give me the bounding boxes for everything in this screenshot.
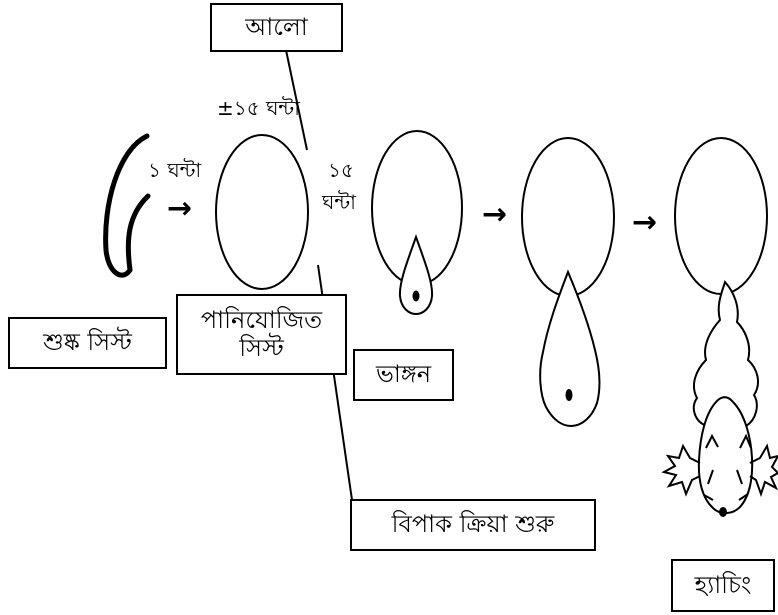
- dry-cyst-label: শুষ্ক সিস্ট: [43, 328, 132, 357]
- light-label-box: আলো: [210, 3, 343, 52]
- one-hour-label: ১ ঘন্টা: [148, 158, 202, 182]
- umbrella-embryo-eye: [565, 389, 573, 401]
- nauplius-body: [697, 396, 754, 515]
- approx-15-hours-label: ±১৫ ঘন্টা: [217, 96, 300, 120]
- dry-cyst-shape: [103, 133, 151, 278]
- hatching-label: হ্যাচিং: [694, 570, 752, 599]
- light-connector-line: [285, 49, 308, 151]
- hatching-label-box: হ্যাচিং: [671, 559, 775, 612]
- nauplius-antennae: [661, 433, 778, 498]
- metabolism-start-label: বিপাক ক্রিয়া শুরু: [391, 510, 555, 539]
- metabolism-start-label-box: বিপাক ক্রিয়া শুরু: [350, 499, 596, 551]
- arrow-right-icon: →: [482, 197, 508, 232]
- arrow-right-icon: →: [167, 191, 193, 226]
- hydrated-cyst-label-box: পানিযোজিত সিস্ট: [176, 294, 347, 375]
- arrow-right-icon: →: [632, 205, 658, 240]
- nauplius-eye: [719, 507, 727, 517]
- dry-cyst-label-box: শুষ্ক সিস্ট: [8, 317, 167, 369]
- hours-label: ঘন্টা: [322, 190, 356, 214]
- hydrated-cyst-ellipse: [215, 134, 309, 290]
- breaking-embryo-drop: [398, 234, 434, 316]
- nauplius-legs: [703, 469, 749, 501]
- hatching-cyst-ellipse: [674, 137, 768, 295]
- breaking-label-box: ভাঙ্গন: [353, 349, 454, 401]
- breaking-label: ভাঙ্গন: [375, 360, 432, 389]
- fifteen-label: ১৫: [328, 158, 354, 182]
- breaking-embryo-eye: [412, 290, 420, 302]
- umbrella-embryo-drop: [539, 269, 601, 428]
- hydrated-cyst-label: পানিযোজিত সিস্ট: [200, 305, 323, 362]
- light-label: আলো: [245, 12, 308, 41]
